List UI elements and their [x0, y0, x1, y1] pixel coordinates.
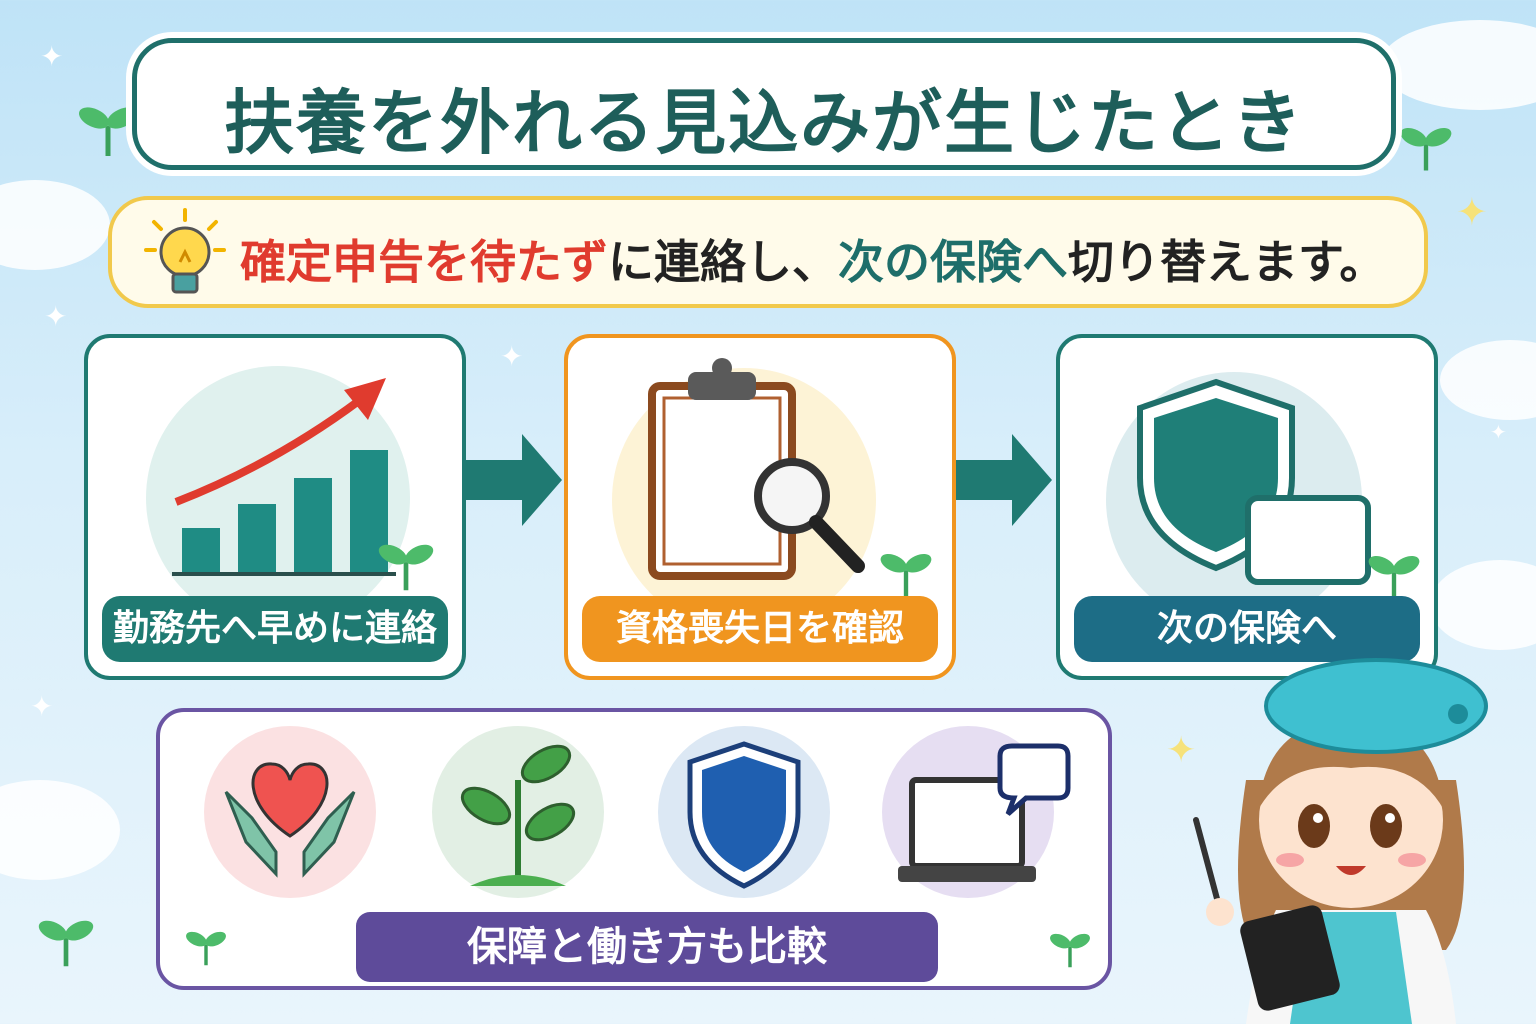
sprout-icon — [79, 107, 137, 156]
sparkle-icon: ✦ — [500, 340, 524, 373]
sprout-icon — [1050, 933, 1090, 968]
compare-label: 保障と働き方も比較 — [356, 912, 938, 982]
sprout-icon — [186, 931, 226, 966]
sparkle-icon: ✦ — [1456, 190, 1488, 234]
sparkle-icon: ✦ — [1490, 420, 1507, 444]
step-card-check-date: 資格喪失日を確認 — [564, 334, 956, 680]
clipboard-search-icon — [648, 358, 865, 580]
page-title: 扶養を外れる見込みが生じたとき — [224, 82, 1304, 164]
sparkle-icon: ✦ — [40, 40, 64, 73]
step-label: 勤務先へ早めに連絡 — [102, 596, 448, 662]
step-label: 次の保険へ — [1074, 596, 1420, 662]
sprout-icon — [880, 553, 932, 597]
laptop-chat-icon — [898, 743, 1071, 882]
tip-text-part: に連絡し、 — [608, 235, 838, 289]
cloud — [1440, 340, 1536, 420]
lightbulb-icon — [144, 208, 226, 294]
sparkle-icon: ✦ — [44, 300, 68, 333]
sprout-icon — [460, 744, 576, 886]
step-label: 資格喪失日を確認 — [582, 596, 938, 662]
step-card-next-insurance: 次の保険へ — [1056, 334, 1438, 680]
tip-banner: 確定申告を待たずに連絡し、次の保険へ切り替えます。 — [108, 196, 1428, 308]
tip-emphasis-teal: 次の保険へ — [838, 235, 1068, 289]
cloud — [1380, 20, 1536, 110]
sprout-icon — [38, 920, 94, 967]
shield-icon — [687, 741, 801, 889]
cloud — [0, 180, 110, 270]
sprout-icon — [1368, 555, 1420, 599]
growth-chart-icon — [172, 378, 396, 576]
heart-hands-icon — [224, 762, 356, 878]
tip-text: 確定申告を待たずに連絡し、次の保険へ切り替えます。 — [240, 226, 1385, 292]
sparkle-icon: ✦ — [30, 690, 54, 723]
arrow-right-icon — [466, 434, 562, 526]
sprout-icon — [378, 544, 434, 591]
step-card-contact: 勤務先へ早めに連絡 — [84, 334, 466, 680]
sprout-icon — [1400, 127, 1452, 171]
title-banner: 扶養を外れる見込みが生じたとき — [132, 38, 1396, 170]
sparkle-icon: ✦ — [1166, 730, 1197, 771]
mascot-girl-illustration — [1193, 658, 1488, 1024]
cloud — [1430, 560, 1536, 650]
tip-emphasis: 確定申告を待たず — [240, 235, 608, 289]
shield-card-icon — [1137, 378, 1371, 585]
arrow-right-icon — [956, 434, 1052, 526]
cloud — [0, 780, 120, 880]
tip-text-part: 切り替えます。 — [1068, 235, 1386, 289]
